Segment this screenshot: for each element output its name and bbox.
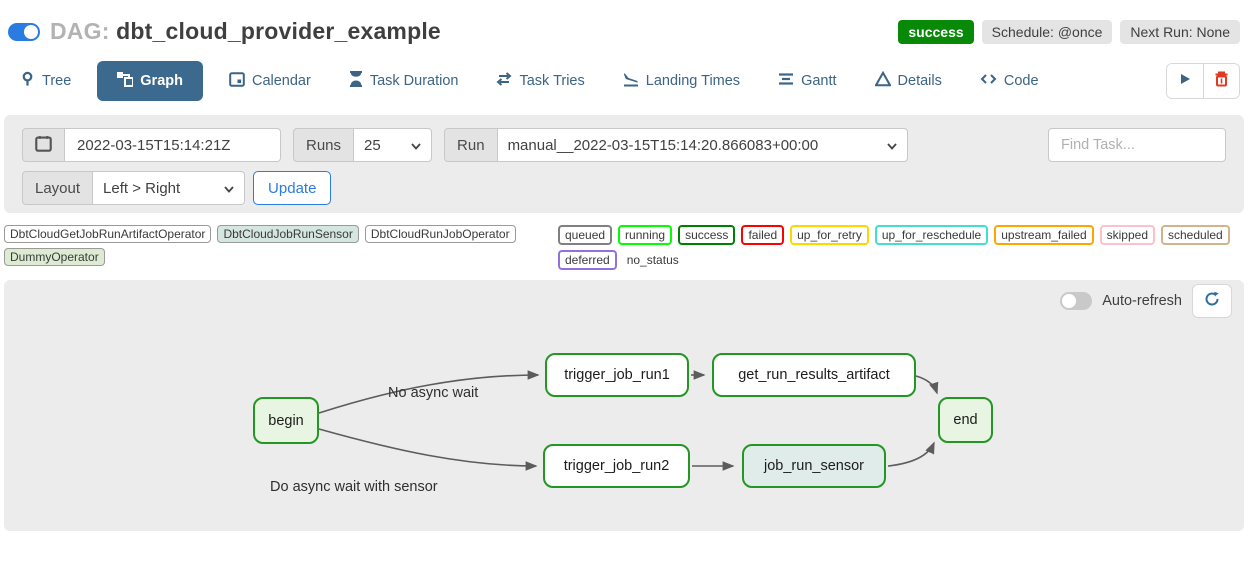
graph-panel: Auto-refresh begin trigger_job_run1 get_ru…: [4, 280, 1244, 531]
status-legend-badge[interactable]: upstream_failed: [994, 225, 1094, 245]
status-legend-badge[interactable]: queued: [558, 225, 613, 245]
operator-legend-badge[interactable]: DbtCloudRunJobOperator: [364, 225, 516, 243]
tab-calendar[interactable]: Calendar: [217, 61, 323, 101]
filter-panel: 2022-03-15T15:14:21Z Runs 25 Run manual_…: [4, 115, 1244, 213]
status-legend-badge[interactable]: failed: [741, 225, 785, 245]
operator-legend-badge[interactable]: DbtCloudJobRunSensor: [217, 225, 359, 243]
graph-icon: [117, 71, 135, 91]
status-legend-badge[interactable]: skipped: [1099, 225, 1155, 245]
tab-label: Graph: [140, 73, 183, 89]
operator-legend-badge[interactable]: DbtCloudGetJobRunArtifactOperator: [4, 225, 212, 243]
edge-begin-to-trigger_job_run1: [318, 370, 540, 414]
runs-label: Runs: [293, 128, 355, 162]
tab-label: Task Tries: [519, 73, 585, 89]
edge-label: Do async wait with sensor: [270, 479, 438, 495]
task-node-trigger_job_run2[interactable]: trigger_job_run2: [543, 444, 690, 488]
dag-name: dbt_cloud_provider_example: [116, 18, 441, 44]
status-legend-badge[interactable]: deferred: [558, 250, 617, 270]
legend: DbtCloudGetJobRunArtifactOperator DbtClou…: [0, 217, 1248, 276]
tab-code[interactable]: Code: [968, 61, 1051, 101]
chevron-down-icon: [224, 180, 234, 197]
page-title: DAG: dbt_cloud_provider_example: [50, 18, 441, 45]
tab-label: Task Duration: [369, 73, 459, 89]
delete-dag-button[interactable]: [1203, 64, 1239, 98]
run-select-value: manual__2022-03-15T15:14:20.866083+00:00: [507, 136, 819, 154]
task-node-trigger_job_run1[interactable]: trigger_job_run1: [545, 353, 689, 397]
repeat-icon: [496, 71, 513, 91]
status-legend-badge[interactable]: up_for_reschedule: [874, 225, 989, 245]
dag-action-buttons: [1166, 63, 1240, 99]
layout-label: Layout: [22, 171, 94, 205]
status-legend-badge[interactable]: success: [678, 225, 736, 245]
status-legend-badge[interactable]: running: [618, 225, 673, 245]
status-legend-badge[interactable]: up_for_retry: [790, 225, 869, 245]
schedule-badge: Schedule: @once: [981, 19, 1113, 44]
layout-select-value: Left > Right: [103, 179, 181, 197]
refresh-icon: [1204, 291, 1220, 312]
play-button[interactable]: [1167, 64, 1203, 98]
date-picker-button[interactable]: [22, 128, 65, 162]
calendar-icon: [229, 71, 245, 91]
tab-details[interactable]: Details: [863, 61, 954, 101]
pin-icon: [20, 71, 35, 91]
toggle-knob: [1062, 294, 1077, 308]
toggle-knob: [24, 24, 38, 39]
edge-begin-to-trigger_job_run2: [318, 428, 538, 471]
task-node-end[interactable]: end: [938, 397, 993, 443]
next-run-badge: Next Run: None: [1120, 19, 1240, 44]
auto-refresh-label: Auto-refresh: [1102, 293, 1182, 309]
calendar-icon: [35, 135, 52, 156]
auto-refresh-toggle[interactable]: [1060, 292, 1093, 310]
base-date-input[interactable]: 2022-03-15T15:14:21Z: [65, 128, 281, 162]
tab-task-duration[interactable]: Task Duration: [337, 61, 471, 101]
dag-prefix-label: DAG:: [50, 18, 110, 44]
tab-label: Code: [1003, 73, 1039, 89]
task-node-job_run_sensor[interactable]: job_run_sensor: [742, 444, 886, 488]
legend-operators: DbtCloudGetJobRunArtifactOperator DbtClou…: [4, 225, 550, 266]
tab-tree[interactable]: Tree: [8, 61, 83, 101]
no-status-label: no_status: [626, 253, 679, 267]
status-legend-badge[interactable]: scheduled: [1161, 225, 1230, 245]
status-badge: success: [898, 19, 974, 44]
dag-pause-toggle[interactable]: [8, 22, 40, 41]
tab-label: Calendar: [251, 73, 311, 89]
gantt-icon: [778, 71, 794, 91]
trash-icon: [1214, 71, 1229, 92]
update-button[interactable]: Update: [253, 171, 332, 205]
tab-gantt[interactable]: Gantt: [766, 61, 848, 101]
run-select[interactable]: manual__2022-03-15T15:14:20.866083+00:00: [497, 128, 908, 162]
tab-label: Landing Times: [645, 73, 741, 89]
num-runs-select[interactable]: 25: [354, 128, 433, 162]
dag-edges: [318, 370, 939, 471]
tab-task-tries[interactable]: Task Tries: [484, 61, 596, 101]
play-icon: [1178, 72, 1192, 91]
chevron-down-icon: [411, 137, 421, 154]
layout-select[interactable]: Left > Right: [93, 171, 246, 205]
tab-graph[interactable]: Graph: [97, 61, 203, 101]
dag-header: DAG: dbt_cloud_provider_example success …: [0, 0, 1248, 53]
edge-job_run_sensor-to-end: [887, 441, 935, 467]
warning-triangle-icon: [873, 70, 892, 91]
refresh-button[interactable]: [1192, 284, 1232, 318]
task-node-begin[interactable]: begin: [253, 397, 319, 444]
code-icon: [980, 71, 997, 91]
edge-label: No async wait: [388, 385, 479, 401]
tab-label: Tree: [42, 73, 72, 89]
num-runs-value: 25: [364, 136, 381, 154]
tab-landing-times[interactable]: Landing Times: [611, 61, 752, 101]
run-label: Run: [444, 128, 498, 162]
find-task-input[interactable]: [1048, 128, 1226, 162]
view-tabs: Tree Graph Calendar Task Duration Task T…: [0, 53, 1248, 111]
tab-label: Gantt: [801, 73, 837, 89]
chevron-down-icon: [886, 137, 897, 154]
tab-label: Details: [897, 73, 942, 89]
operator-legend-badge[interactable]: DummyOperator: [4, 248, 105, 266]
edge-get_run_results_artifact-to-end: [915, 375, 939, 395]
plane-landing-icon: [623, 71, 639, 91]
task-node-get_run_results_artifact[interactable]: get_run_results_artifact: [712, 353, 916, 397]
hourglass-icon: [349, 71, 363, 91]
